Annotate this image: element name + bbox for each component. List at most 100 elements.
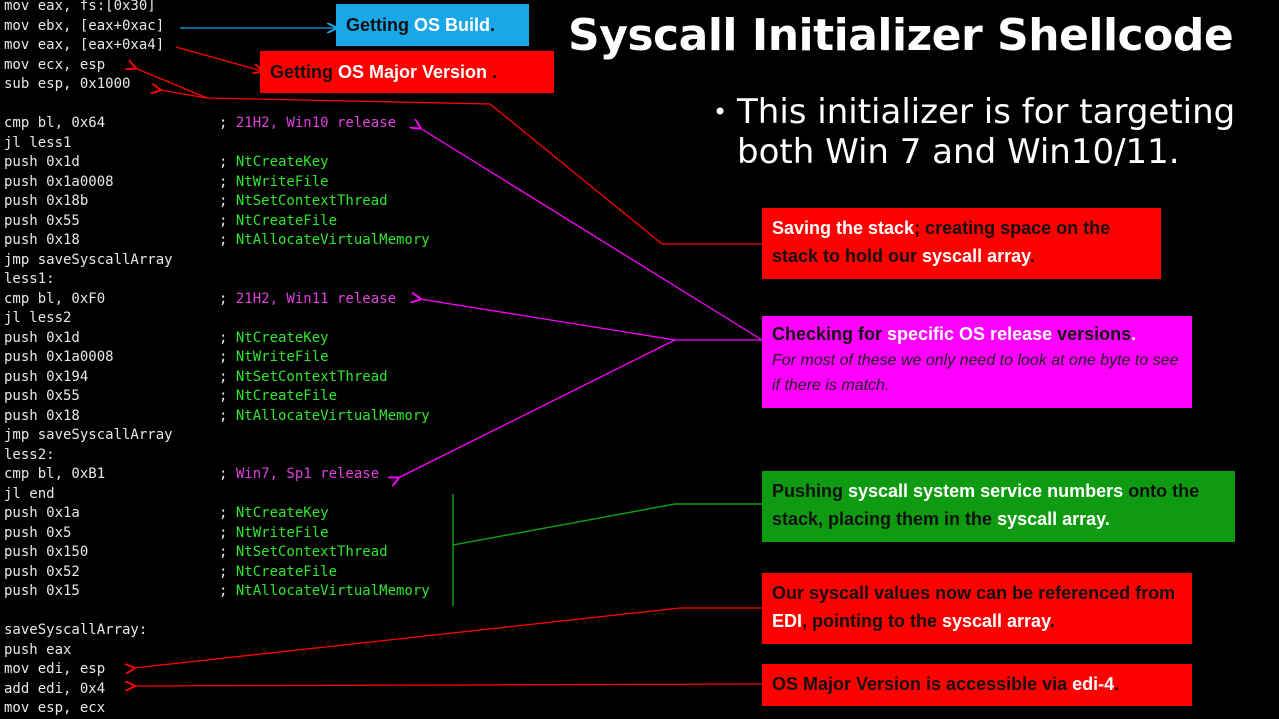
code-comment-text: 21H2, Win10 release: [235, 115, 397, 131]
code-comment: ; 21H2, Win11 release: [219, 290, 397, 307]
code-comment-text: NtWriteFile: [235, 349, 329, 365]
code-instruction: push 0x150: [4, 544, 89, 560]
callout-text: .: [1029, 246, 1035, 266]
code-comment-text: Win7, Sp1 release: [235, 466, 380, 482]
callout-text: .: [1114, 674, 1120, 694]
slide-title: Syscall Initializer Shellcode: [568, 10, 1234, 61]
callout-highlight: OS Build: [414, 15, 490, 35]
arrow-check-win10: [420, 128, 763, 341]
code-comment: ; NtWriteFile: [219, 524, 329, 541]
callout-os-major-version: Getting OS Major Version .: [260, 51, 554, 93]
callout-highlight: syscall system service numbers: [848, 481, 1124, 501]
code-comment-text: NtSetContextThread: [235, 193, 388, 209]
callout-saving-stack: Saving the stack; creating space on the …: [762, 208, 1161, 279]
code-instruction: push 0x18: [4, 232, 80, 248]
code-comment-text: NtWriteFile: [235, 173, 329, 190]
callout-highlight: syscall array: [941, 611, 1050, 631]
callout-highlight: syscall array.: [997, 509, 1110, 529]
code-instruction: sub esp, 0x1000: [4, 76, 131, 92]
callout-highlight: Saving the stack: [772, 218, 915, 238]
callout-highlight: edi-4: [1072, 674, 1115, 694]
code-instruction: cmp bl, 0x64: [4, 115, 106, 131]
callout-text: versions: [1052, 324, 1132, 344]
code-instruction: push 0x15: [4, 583, 80, 599]
arrow-edi4: [134, 684, 763, 686]
code-comment: ; NtCreateKey: [219, 329, 329, 346]
code-instruction: jmp saveSyscallArray: [4, 251, 173, 268]
code-comment: ; NtCreateFile: [219, 212, 338, 229]
arrow-check-win11: [420, 299, 676, 341]
code-comment: ; NtCreateKey: [219, 505, 329, 521]
code-comment-text: NtWriteFile: [235, 524, 329, 541]
code-comment: ; NtAllocateVirtualMemory: [219, 407, 430, 424]
code-comment-text: NtCreateKey: [235, 505, 329, 521]
bullet-dot-icon: •: [713, 98, 728, 126]
callout-text: ; creating space on the stack to hold ou…: [772, 218, 1111, 266]
code-instruction: push 0x1a0008: [4, 173, 114, 190]
code-instruction: less1:: [4, 271, 55, 287]
code-comment-text: NtCreateKey: [235, 154, 329, 170]
code-instruction: push 0x1d: [4, 329, 80, 346]
code-instruction: jl less2: [4, 310, 72, 326]
code-comment-text: NtSetContextThread: [235, 368, 388, 385]
code-instruction: push 0x1a0008: [4, 349, 114, 365]
code-instruction: less2:: [4, 446, 55, 463]
callout-referenced-edi: Our syscall values now can be referenced…: [762, 573, 1192, 644]
code-instruction: mov eax, fs:[0x30]: [4, 0, 156, 14]
callout-text: .: [1049, 611, 1055, 631]
callout-os-build: Getting OS Build.: [336, 4, 529, 46]
code-comment: ; NtAllocateVirtualMemory: [219, 583, 430, 599]
code-comment-text: NtAllocateVirtualMemory: [235, 232, 430, 248]
bullet-point: • This initializer is for targeting both…: [713, 92, 1273, 172]
code-comment: ; NtSetContextThread: [219, 368, 388, 385]
code-instruction: jl end: [4, 485, 55, 502]
code-comment: ; Win7, Sp1 release: [219, 466, 380, 482]
arrow-edi: [134, 607, 762, 668]
code-comment-text: NtCreateKey: [235, 329, 329, 346]
code-comment: ; 21H2, Win10 release: [219, 115, 397, 131]
code-instruction: push 0x5: [4, 524, 72, 541]
code-comment-text: NtCreateFile: [235, 563, 338, 580]
callout-highlight: EDI: [772, 611, 803, 631]
callout-text: onto the stack, placing them in the: [772, 481, 1200, 529]
code-instruction: jmp saveSyscallArray: [4, 427, 173, 443]
callout-edi-minus-4: OS Major Version is accessible via edi-4…: [762, 664, 1192, 706]
code-instruction: push 0x194: [4, 368, 89, 385]
code-instruction: push eax: [4, 641, 72, 658]
code-instruction: mov esp, ecx: [4, 700, 106, 716]
callout-text: OS Major Version is accessible via: [772, 674, 1073, 694]
arrow-os-major: [175, 46, 262, 71]
code-comment: ; NtWriteFile: [219, 349, 329, 365]
callout-highlight: OS Major Version: [338, 62, 488, 82]
callout-text: .: [490, 15, 496, 35]
callout-text: Checking for: [772, 324, 888, 344]
code-comment: ; NtSetContextThread: [219, 544, 388, 560]
code-instruction: add edi, 0x4: [4, 680, 106, 697]
code-instruction: mov ecx, esp: [4, 56, 106, 73]
arrow-check-win7: [398, 339, 676, 478]
code-instruction: mov edi, esp: [4, 661, 106, 677]
callout-highlight: .: [1131, 324, 1137, 344]
code-instruction: push 0x1a: [4, 505, 80, 521]
callout-pushing-syscalls: Pushing syscall system service numbers o…: [762, 471, 1235, 542]
code-instruction: push 0x52: [4, 563, 80, 580]
callout-text: Our syscall values now can be referenced…: [772, 583, 1176, 603]
bullet-text: This initializer is for targeting both W…: [737, 92, 1236, 172]
callout-text: .: [487, 62, 498, 82]
callout-text: Getting: [346, 15, 414, 35]
code-instruction: cmp bl, 0xB1: [4, 466, 106, 482]
code-instruction: push 0x55: [4, 212, 80, 229]
callout-highlight: syscall array: [922, 246, 1030, 266]
callout-highlight: specific OS release: [887, 324, 1053, 344]
code-comment-text: NtAllocateVirtualMemory: [235, 583, 430, 599]
code-comment: ; NtCreateFile: [219, 388, 338, 404]
callout-subtext: For most of these we only need to look a…: [772, 352, 1179, 394]
code-comment: ; NtAllocateVirtualMemory: [219, 232, 430, 248]
code-instruction: push 0x18b: [4, 193, 89, 209]
code-comment-text: 21H2, Win11 release: [235, 290, 397, 307]
code-instruction: jl less1: [4, 134, 72, 151]
code-comment: ; NtCreateKey: [219, 154, 329, 170]
code-instruction: push 0x55: [4, 388, 80, 404]
code-comment-text: NtAllocateVirtualMemory: [235, 407, 430, 424]
code-comment-text: NtCreateFile: [235, 388, 338, 404]
